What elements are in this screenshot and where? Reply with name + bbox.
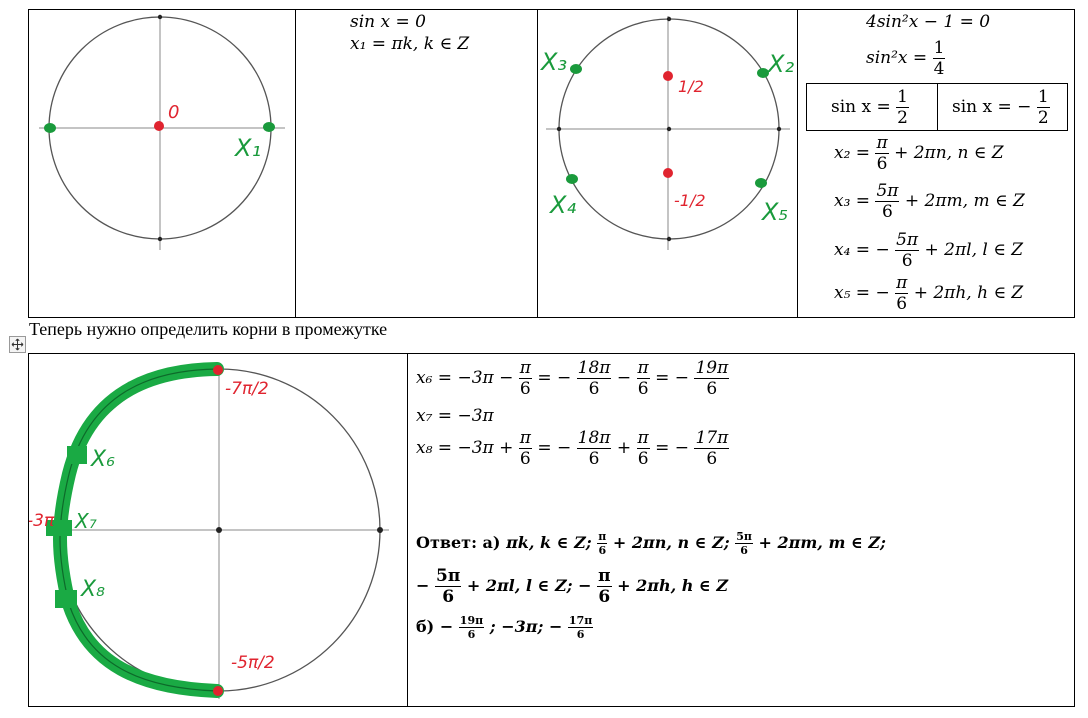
label-x4: X₄ bbox=[548, 191, 576, 219]
label-x6: X₆ bbox=[90, 447, 115, 472]
label-top-7pi-2: -7π/2 bbox=[225, 379, 269, 399]
point-half bbox=[663, 71, 673, 81]
equation-sin-zero: sin x = 0 x₁ = πk, k ∈ Z bbox=[350, 12, 470, 54]
label-zero: 0 bbox=[168, 102, 179, 123]
table-move-handle-icon[interactable] bbox=[9, 336, 26, 353]
label-x2: X₂ bbox=[766, 50, 794, 78]
top-table bbox=[28, 9, 1075, 318]
label-x1: X₁ bbox=[233, 134, 261, 162]
caption-interval: Теперь нужно определить корни в промежут… bbox=[29, 319, 388, 339]
point-bottom-red bbox=[213, 686, 223, 696]
label-left-3pi: -3π bbox=[29, 511, 55, 531]
label-x8: X₈ bbox=[80, 577, 105, 602]
point-x1-left bbox=[44, 123, 56, 133]
label-x5: X₅ bbox=[760, 198, 788, 226]
unit-circle-1: 0 X₁ bbox=[39, 14, 285, 250]
cell-sin-half-equations bbox=[797, 9, 1075, 318]
point-x2 bbox=[757, 68, 769, 78]
label-neg-half: -1/2 bbox=[674, 191, 706, 210]
label-x7: X₇ bbox=[74, 509, 97, 533]
unit-circle-3: -7π/2 -5π/2 -3π X₆ X₇ X₈ bbox=[29, 362, 389, 699]
label-x3: X₃ bbox=[539, 48, 567, 76]
point-x5 bbox=[755, 178, 767, 188]
point-x1-right bbox=[263, 122, 275, 132]
cell-sin0-equation bbox=[294, 9, 538, 318]
point-x4 bbox=[566, 174, 578, 184]
point-x3 bbox=[570, 64, 582, 74]
label-bottom-5pi-2: -5π/2 bbox=[231, 653, 275, 673]
label-half: 1/2 bbox=[678, 77, 704, 96]
point-neg-half bbox=[663, 168, 673, 178]
cell-roots-selection bbox=[407, 353, 1075, 707]
unit-circle-2: X₃ X₂ X₄ X₅ 1/2 -1/2 bbox=[539, 16, 794, 250]
equation-x7: x₇ = −3π bbox=[416, 406, 494, 426]
equation-4sin2: 4sin²x − 1 = 0 bbox=[866, 12, 991, 32]
point-zero bbox=[154, 121, 164, 131]
point-top-red bbox=[213, 365, 223, 375]
